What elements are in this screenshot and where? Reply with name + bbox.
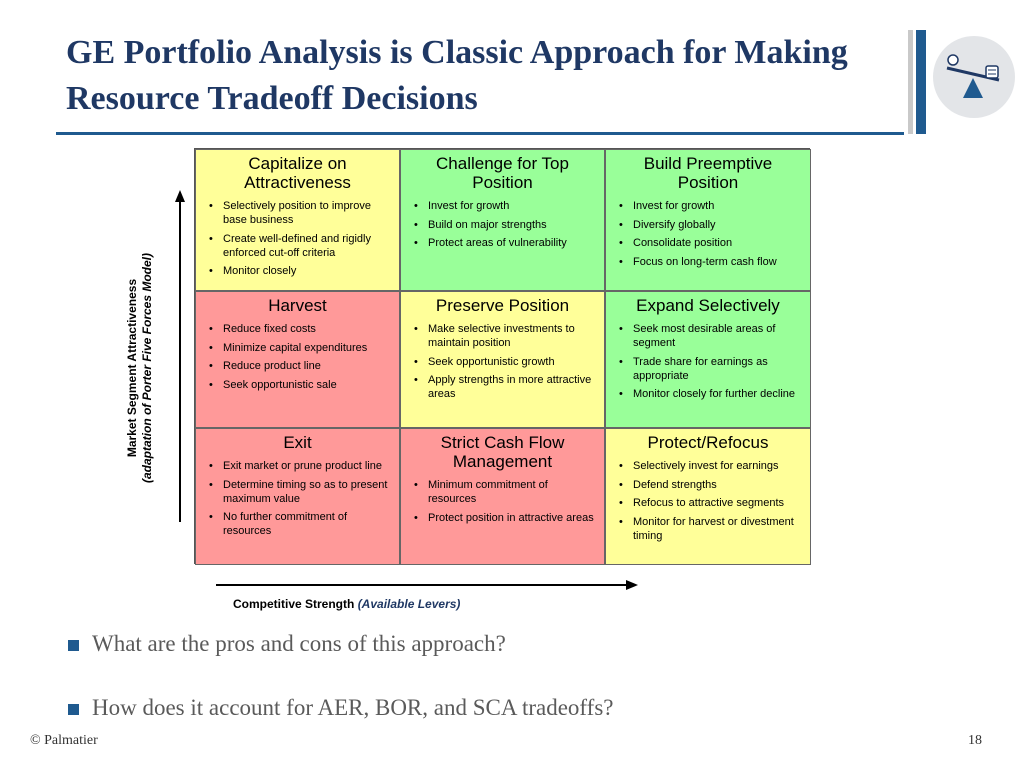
x-axis-label: Competitive Strength (Available Levers) bbox=[233, 597, 460, 611]
y-axis-title: Market Segment Attractiveness bbox=[125, 278, 139, 458]
matrix-cell: Build Preemptive PositionInvest for grow… bbox=[605, 149, 811, 291]
question-text: What are the pros and cons of this appro… bbox=[92, 631, 506, 656]
page-number: 18 bbox=[968, 733, 982, 748]
cell-strategy-list: Seek most desirable areas of segmentTrad… bbox=[614, 322, 802, 401]
footer-copyright: © Palmatier bbox=[30, 733, 98, 748]
matrix-cell: Preserve PositionMake selective investme… bbox=[400, 291, 605, 428]
cell-strategy-list: Selectively position to improve base bus… bbox=[204, 199, 391, 278]
question-item: How does it account for AER, BOR, and SC… bbox=[66, 694, 946, 722]
square-bullet-icon bbox=[68, 704, 79, 715]
strategy-item: Selectively invest for earnings bbox=[614, 459, 802, 473]
strategy-item: Minimum commitment of resources bbox=[409, 478, 596, 506]
strategy-item: Protect position in attractive areas bbox=[409, 511, 596, 525]
decorative-bar-thin bbox=[908, 30, 913, 134]
x-axis-arrow bbox=[216, 580, 638, 590]
title-underline bbox=[56, 132, 904, 135]
strategy-item: Make selective investments to maintain p… bbox=[409, 322, 596, 350]
cell-strategy-list: Invest for growthBuild on major strength… bbox=[409, 199, 596, 250]
strategy-item: Reduce fixed costs bbox=[204, 322, 391, 336]
y-axis-arrow bbox=[175, 190, 185, 522]
strategy-item: Diversify globally bbox=[614, 218, 802, 232]
matrix-cell: Strict Cash Flow ManagementMinimum commi… bbox=[400, 428, 605, 565]
matrix-cell: Capitalize on AttractivenessSelectively … bbox=[195, 149, 400, 291]
x-axis-title: Competitive Strength bbox=[233, 597, 355, 611]
cell-title: Exit bbox=[283, 433, 312, 452]
cell-title: Build Preemptive Position bbox=[643, 154, 773, 192]
strategy-item: Reduce product line bbox=[204, 359, 391, 373]
strategy-item: Exit market or prune product line bbox=[204, 459, 391, 473]
cell-title: Expand Selectively bbox=[636, 296, 780, 315]
cell-title: Challenge for Top Position bbox=[436, 154, 569, 192]
seesaw-balance-icon bbox=[933, 36, 1015, 118]
cell-title: Preserve Position bbox=[435, 296, 570, 315]
cell-strategy-list: Minimum commitment of resourcesProtect p… bbox=[409, 478, 596, 525]
x-axis-subtitle: (Available Levers) bbox=[357, 597, 461, 611]
strategy-item: Refocus to attractive segments bbox=[614, 496, 802, 510]
matrix-cell: HarvestReduce fixed costsMinimize capita… bbox=[195, 291, 400, 428]
matrix-cell: Protect/RefocusSelectively invest for ea… bbox=[605, 428, 811, 565]
question-item: What are the pros and cons of this appro… bbox=[66, 630, 946, 658]
cell-strategy-list: Exit market or prune product lineDetermi… bbox=[204, 459, 391, 538]
strategy-item: Protect areas of vulnerability bbox=[409, 236, 596, 250]
cell-strategy-list: Reduce fixed costsMinimize capital expen… bbox=[204, 322, 391, 392]
strategy-item: Monitor for harvest or divestment timing bbox=[614, 515, 802, 543]
discussion-questions: What are the pros and cons of this appro… bbox=[66, 630, 946, 758]
strategy-item: Build on major strengths bbox=[409, 218, 596, 232]
strategy-item: Focus on long-term cash flow bbox=[614, 255, 802, 269]
question-text: How does it account for AER, BOR, and SC… bbox=[92, 695, 614, 720]
strategy-item: Seek opportunistic sale bbox=[204, 378, 391, 392]
cell-strategy-list: Selectively invest for earningsDefend st… bbox=[614, 459, 802, 543]
square-bullet-icon bbox=[68, 640, 79, 651]
strategy-item: Consolidate position bbox=[614, 236, 802, 250]
strategy-item: Defend strengths bbox=[614, 478, 802, 492]
strategy-item: Selectively position to improve base bus… bbox=[204, 199, 391, 227]
cell-title: Strict Cash Flow Management bbox=[440, 433, 565, 471]
strategy-item: Invest for growth bbox=[409, 199, 596, 213]
cell-strategy-list: Invest for growthDiversify globallyConso… bbox=[614, 199, 802, 269]
strategy-item: Determine timing so as to present maximu… bbox=[204, 478, 391, 506]
strategy-item: Monitor closely bbox=[204, 264, 391, 278]
strategy-item: Monitor closely for further decline bbox=[614, 387, 802, 401]
cell-strategy-list: Make selective investments to maintain p… bbox=[409, 322, 596, 401]
strategy-item: Seek most desirable areas of segment bbox=[614, 322, 802, 350]
matrix-cell: ExitExit market or prune product lineDet… bbox=[195, 428, 400, 565]
strategy-item: Apply strengths in more attractive areas bbox=[409, 373, 596, 401]
strategy-item: Invest for growth bbox=[614, 199, 802, 213]
y-axis-label: Market Segment Attractiveness (adaptatio… bbox=[125, 208, 155, 528]
y-axis-subtitle: (adaptation of Porter Five Forces Model) bbox=[140, 252, 154, 484]
matrix-cell: Expand SelectivelySeek most desirable ar… bbox=[605, 291, 811, 428]
decorative-bar-thick bbox=[916, 30, 926, 134]
cell-title: Harvest bbox=[268, 296, 327, 315]
strategy-item: Minimize capital expenditures bbox=[204, 341, 391, 355]
strategy-item: Seek opportunistic growth bbox=[409, 355, 596, 369]
matrix-cell: Challenge for Top PositionInvest for gro… bbox=[400, 149, 605, 291]
strategy-item: Create well-defined and rigidly enforced… bbox=[204, 232, 391, 260]
slide-title: GE Portfolio Analysis is Classic Approac… bbox=[66, 34, 848, 117]
cell-title: Protect/Refocus bbox=[647, 433, 769, 452]
strategy-item: No further commitment of resources bbox=[204, 510, 391, 538]
ge-portfolio-matrix: Capitalize on AttractivenessSelectively … bbox=[194, 148, 811, 565]
strategy-item: Trade share for earnings as appropriate bbox=[614, 355, 802, 383]
cell-title: Capitalize on Attractiveness bbox=[244, 154, 351, 192]
